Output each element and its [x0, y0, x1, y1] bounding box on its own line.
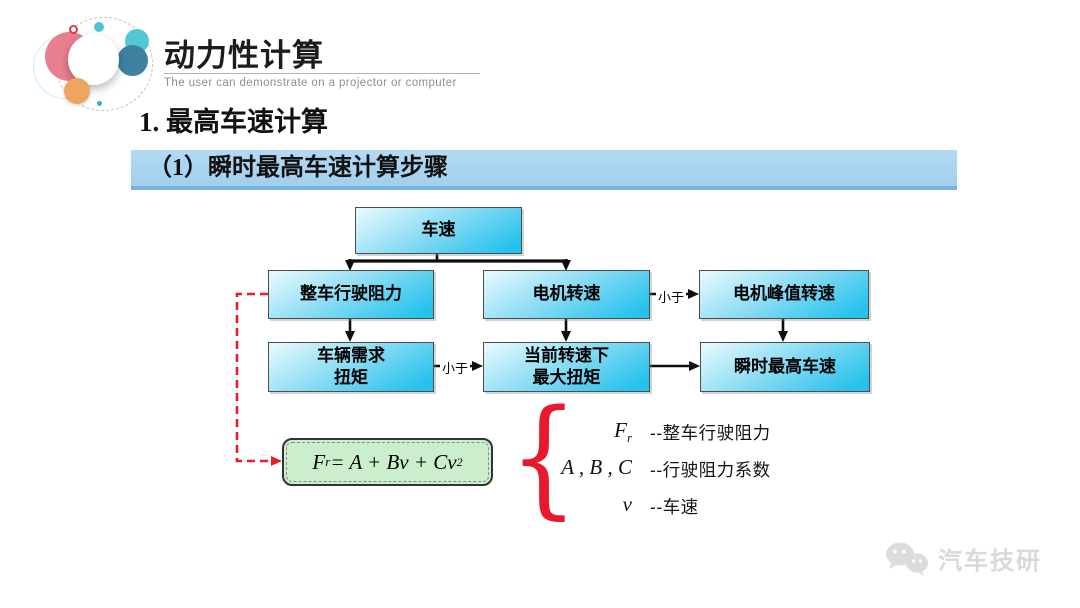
logo-white-circle	[68, 34, 119, 85]
legend-desc-v: --车速	[650, 497, 699, 517]
formula-rhs: = A + Bv + Cv	[330, 449, 457, 474]
logo-steel-circle	[117, 45, 148, 76]
subsection-banner-text: （1）瞬时最高车速计算步骤	[148, 155, 448, 181]
node-required-torque: 车辆需求 扭矩	[268, 342, 434, 392]
page-title: 动力性计算	[164, 38, 324, 73]
formula-rhs-sup: 2	[456, 454, 463, 469]
brand-logo	[25, 5, 175, 117]
legend-desc-abc: --行驶阻力系数	[650, 460, 771, 480]
section-heading: 1. 最高车速计算	[139, 107, 328, 137]
page-subtitle: The user can demonstrate on a projector …	[164, 77, 457, 89]
legend-symbol-v-text: v	[622, 492, 632, 517]
node-motor-peak-speed: 电机峰值转速	[699, 270, 869, 319]
subsection-banner: （1）瞬时最高车速计算步骤	[131, 150, 957, 190]
wechat-icon	[886, 542, 928, 576]
logo-red-dot	[69, 25, 78, 34]
formula-lhs-sub: r	[325, 454, 331, 469]
legend-symbol-fr-text: F	[614, 418, 627, 443]
footer-brand: 汽车技研	[884, 540, 1042, 576]
legend-symbol-fr: Fr	[540, 418, 632, 446]
logo-tiny-dot	[97, 101, 102, 106]
footer-brand-text: 汽车技研	[938, 547, 1042, 575]
legend-row-abc: A , B , C --行驶阻力系数	[540, 451, 870, 488]
node-current-max-torque: 当前转速下 最大扭矩	[483, 342, 650, 392]
logo-orange-circle	[64, 78, 90, 104]
title-divider	[164, 73, 480, 74]
legend-row-fr: Fr --整车行驶阻力	[540, 414, 870, 451]
node-vehicle-resistance: 整车行驶阻力	[268, 270, 434, 319]
legend-symbol-abc-text: A , B , C	[561, 455, 632, 480]
legend-symbol-abc: A , B , C	[540, 455, 632, 483]
legend-symbol-v: v	[540, 492, 632, 520]
edge-resistance-to-formula-dashed	[235, 292, 282, 466]
legend-row-v: v --车速	[540, 488, 870, 525]
legend-symbol-fr-sub: r	[626, 430, 632, 446]
curly-brace: {	[509, 383, 579, 532]
node-instant-max-speed: 瞬时最高车速	[700, 342, 870, 392]
formula-lhs: F	[312, 449, 326, 474]
node-speed: 车速	[355, 207, 522, 254]
edge-label-less-than-1: 小于	[656, 287, 687, 306]
symbol-legend: Fr --整车行驶阻力 A , B , C --行驶阻力系数 v --车速	[540, 414, 870, 525]
edge-label-less-than-2: 小于	[440, 358, 471, 377]
node-motor-speed: 电机转速	[483, 270, 650, 319]
legend-desc-fr: --整车行驶阻力	[650, 423, 771, 443]
logo-teal-dot	[94, 22, 104, 32]
